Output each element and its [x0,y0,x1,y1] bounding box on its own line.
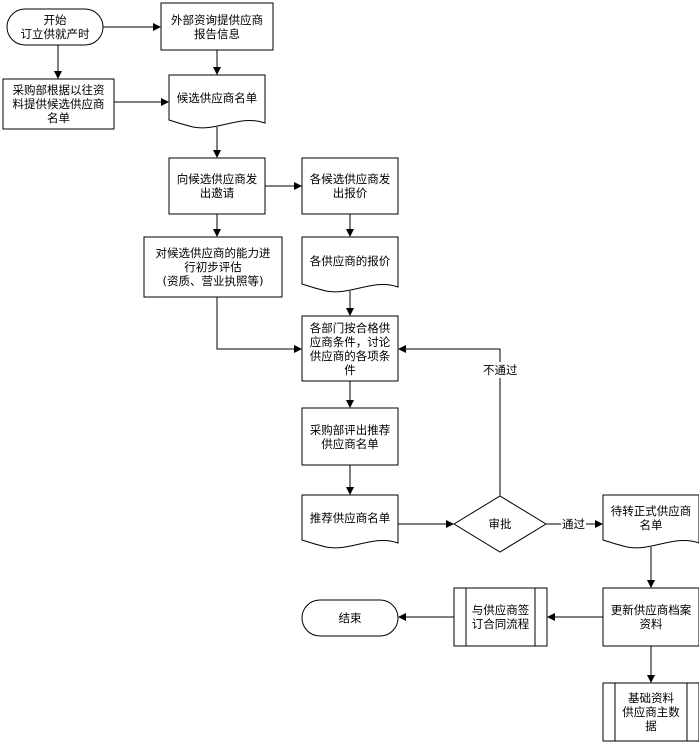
contract-label: 与供应商签 订合同流程 [471,603,530,631]
initial-eval-box [143,236,283,298]
contract-box [453,587,548,647]
reject-edge-label: 不通过 [482,362,519,378]
send-invite-box [168,157,266,215]
edge-eval-discuss [216,297,302,353]
send-quote-label: 各候选供应商发 出报价 [309,172,391,200]
master-data-label: 基础资料 供应商主数 据 [622,691,680,733]
quotes-doc [301,236,399,293]
pending-list-doc [602,494,699,549]
send-invite-label: 向候选供应商发 出邀请 [176,172,258,200]
external-report-label: 外部资询提供应商 报告信息 [171,12,263,41]
pass-edge-label: 通过 [561,516,586,532]
purchase-provide-label: 采购部根据以往资 料提供候选供应商 名单 [12,83,105,125]
candidate-list-label: 候选供应商名单 [176,91,258,105]
initial-eval-label: 对候选供应商的能力进 行初步评估 (资质、营业执照等) [155,246,271,288]
recommend-box [301,407,399,466]
recommend-list-doc [301,494,399,549]
discuss-label: 各部门按合格供 应商条件，讨论 供应商的各项条 件 [309,320,391,377]
approve-diamond [453,495,547,553]
candidate-list-doc [168,74,266,129]
master-data-box [602,682,699,742]
approve-label: 审批 [488,517,512,531]
recommend-label: 采购部评出推荐 供应商名单 [309,422,391,451]
start-label: 开始 订立供就产时 [20,13,90,41]
external-report-box [160,2,274,51]
end-label: 结束 [338,611,362,625]
update-archive-label: 更新供应商档案 资料 [610,603,692,631]
edge-approve-reject [398,345,501,496]
pending-list-label: 待转正式供应商 名单 [610,504,692,532]
recommend-list-label: 推荐供应商名单 [309,511,391,525]
purchase-provide-box [2,78,115,130]
quotes-doc-label: 各供应商的报价 [309,254,391,268]
